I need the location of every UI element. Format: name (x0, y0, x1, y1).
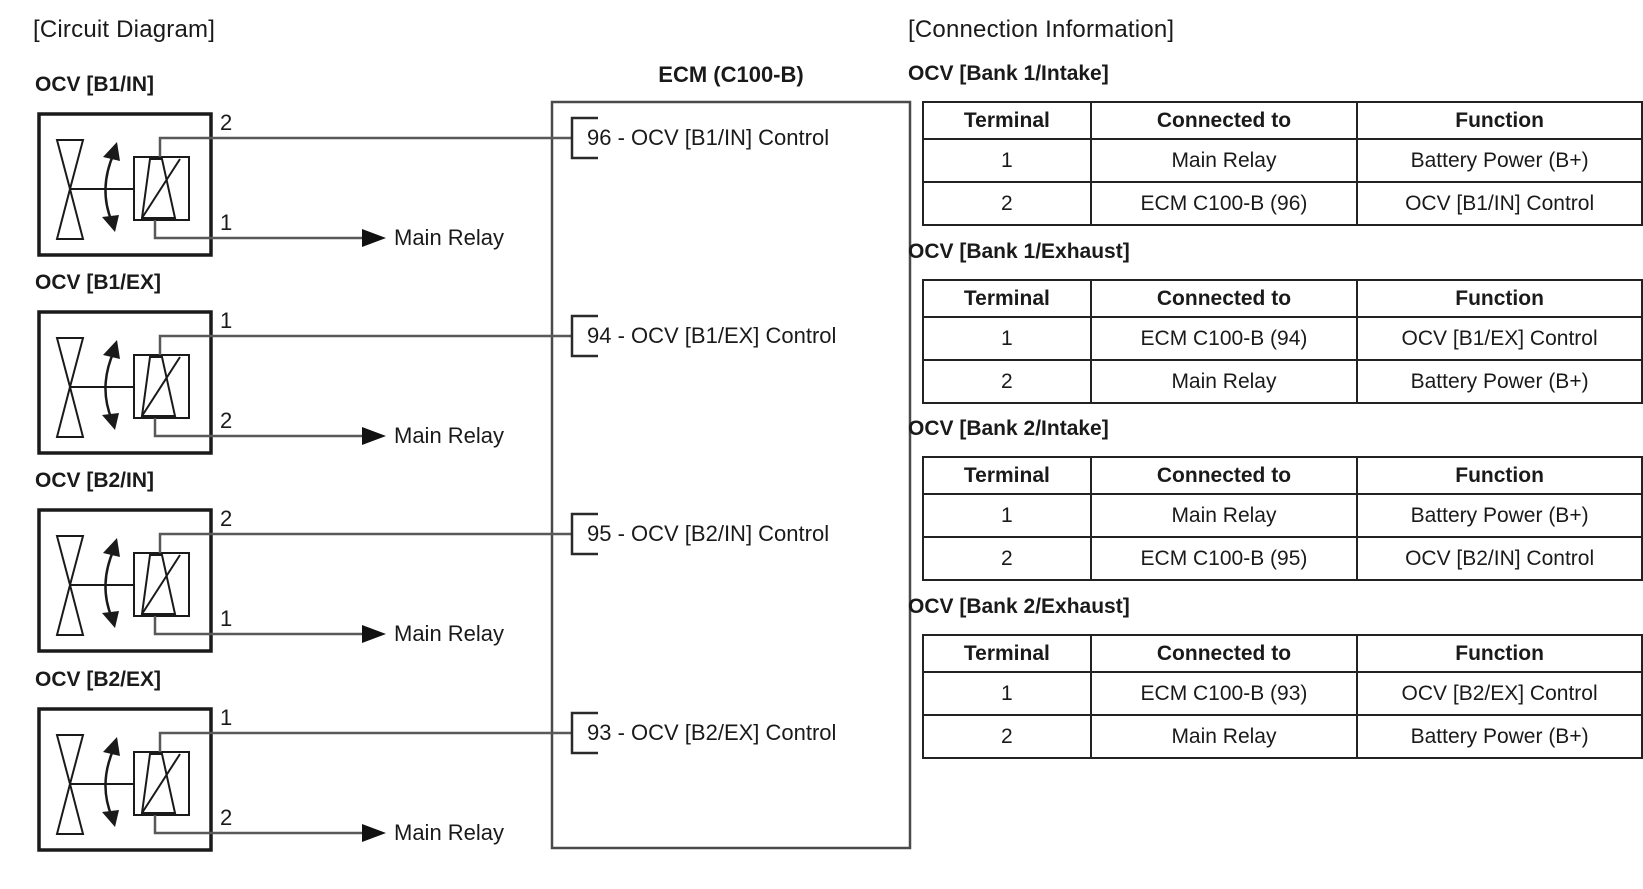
cell-function: OCV [B2/IN] Control (1356, 536, 1643, 581)
table-heading-bank1-intake: OCV [Bank 1/Intake] (908, 62, 1109, 85)
cell-function: OCV [B1/IN] Control (1356, 181, 1643, 226)
main-relay-label: Main Relay (394, 225, 505, 250)
terminal-number: 1 (220, 308, 233, 333)
pin-brackets (570, 116, 598, 755)
cell-connected: ECM C100-B (95) (1089, 536, 1359, 581)
cell-connected: Main Relay (1089, 714, 1359, 759)
cell-function: Battery Power (B+) (1356, 493, 1643, 538)
terminal-number: 2 (220, 506, 233, 531)
col-header-connected-to: Connected to (1089, 101, 1359, 140)
cell-function: Battery Power (B+) (1356, 138, 1643, 183)
ocv-symbol-b2-ex (37, 707, 215, 852)
ecm-title: ECM (C100-B) (658, 62, 804, 87)
wires (213, 136, 572, 835)
cell-function: Battery Power (B+) (1356, 359, 1643, 404)
cell-connected: Main Relay (1089, 493, 1359, 538)
ecm-pin-label-96: 96 - OCV [B1/IN] Control (587, 125, 830, 150)
ecm-pin-label-93: 93 - OCV [B2/EX] Control (587, 720, 837, 745)
cell-terminal: 2 (922, 714, 1092, 759)
table-header-row: Terminal Connected to Function (922, 634, 1643, 673)
ocv-label-b2-in: OCV [B2/IN] (35, 469, 155, 492)
cell-terminal: 1 (922, 316, 1092, 361)
cell-connected: Main Relay (1089, 138, 1359, 183)
cell-terminal: 2 (922, 359, 1092, 404)
ocv-symbol-b1-in (37, 112, 215, 257)
ocv-symbol-b2-in (37, 508, 215, 653)
connection-table-bank2-intake: Terminal Connected to Function 1 Main Re… (922, 456, 1643, 581)
table-header-row: Terminal Connected to Function (922, 101, 1643, 140)
table-row: 2 ECM C100-B (95) OCV [B2/IN] Control (922, 536, 1643, 581)
ocv-symbol-b1-ex (37, 310, 215, 455)
ocv-label-b1-in: OCV [B1/IN] (35, 73, 155, 96)
cell-connected: ECM C100-B (96) (1089, 181, 1359, 226)
cell-function: OCV [B2/EX] Control (1356, 671, 1643, 716)
main-relay-label: Main Relay (394, 423, 505, 448)
cell-terminal: 1 (922, 138, 1092, 183)
table-row: 1 Main Relay Battery Power (B+) (922, 493, 1643, 538)
table-header-row: Terminal Connected to Function (922, 456, 1643, 495)
terminal-number: 1 (220, 210, 233, 235)
col-header-function: Function (1356, 634, 1643, 673)
col-header-connected-to: Connected to (1089, 634, 1359, 673)
cell-function: OCV [B1/EX] Control (1356, 316, 1643, 361)
col-header-function: Function (1356, 279, 1643, 318)
cell-terminal: 2 (922, 536, 1092, 581)
ecm-pin-label-94: 94 - OCV [B1/EX] Control (587, 323, 837, 348)
connection-information-title: [Connection Information] (908, 16, 1175, 43)
table-row: 2 ECM C100-B (96) OCV [B1/IN] Control (922, 181, 1643, 226)
ocv-label-b2-ex: OCV [B2/EX] (35, 668, 162, 691)
col-header-terminal: Terminal (922, 101, 1092, 140)
terminal-number: 2 (220, 408, 233, 433)
ecm-box (550, 100, 912, 850)
table-heading-bank2-intake: OCV [Bank 2/Intake] (908, 417, 1109, 440)
table-heading-bank2-exhaust: OCV [Bank 2/Exhaust] (908, 595, 1130, 618)
terminal-number: 1 (220, 606, 233, 631)
cell-connected: ECM C100-B (94) (1089, 316, 1359, 361)
cell-function: Battery Power (B+) (1356, 714, 1643, 759)
main-relay-label: Main Relay (394, 621, 505, 646)
table-heading-bank1-exhaust: OCV [Bank 1/Exhaust] (908, 240, 1130, 263)
connection-table-bank1-intake: Terminal Connected to Function 1 Main Re… (922, 101, 1643, 226)
cell-terminal: 2 (922, 181, 1092, 226)
table-row: 2 Main Relay Battery Power (B+) (922, 714, 1643, 759)
ecm-pin-label-95: 95 - OCV [B2/IN] Control (587, 521, 830, 546)
col-header-terminal: Terminal (922, 456, 1092, 495)
table-row: 1 Main Relay Battery Power (B+) (922, 138, 1643, 183)
circuit-diagram-title: [Circuit Diagram] (33, 16, 216, 43)
col-header-connected-to: Connected to (1089, 456, 1359, 495)
main-relay-label: Main Relay (394, 820, 505, 845)
col-header-function: Function (1356, 456, 1643, 495)
cell-terminal: 1 (922, 493, 1092, 538)
table-header-row: Terminal Connected to Function (922, 279, 1643, 318)
cell-connected: ECM C100-B (93) (1089, 671, 1359, 716)
connection-table-bank1-exhaust: Terminal Connected to Function 1 ECM C10… (922, 279, 1643, 404)
col-header-terminal: Terminal (922, 279, 1092, 318)
terminal-number: 2 (220, 110, 233, 135)
main-relay-arrow-icons (362, 229, 386, 842)
cell-terminal: 1 (922, 671, 1092, 716)
table-row: 2 Main Relay Battery Power (B+) (922, 359, 1643, 404)
table-row: 1 ECM C100-B (94) OCV [B1/EX] Control (922, 316, 1643, 361)
ocv-label-b1-ex: OCV [B1/EX] (35, 271, 162, 294)
col-header-function: Function (1356, 101, 1643, 140)
terminal-number: 2 (220, 805, 233, 830)
table-row: 1 ECM C100-B (93) OCV [B2/EX] Control (922, 671, 1643, 716)
cell-connected: Main Relay (1089, 359, 1359, 404)
col-header-connected-to: Connected to (1089, 279, 1359, 318)
connection-table-bank2-exhaust: Terminal Connected to Function 1 ECM C10… (922, 634, 1643, 759)
terminal-number: 1 (220, 705, 233, 730)
col-header-terminal: Terminal (922, 634, 1092, 673)
